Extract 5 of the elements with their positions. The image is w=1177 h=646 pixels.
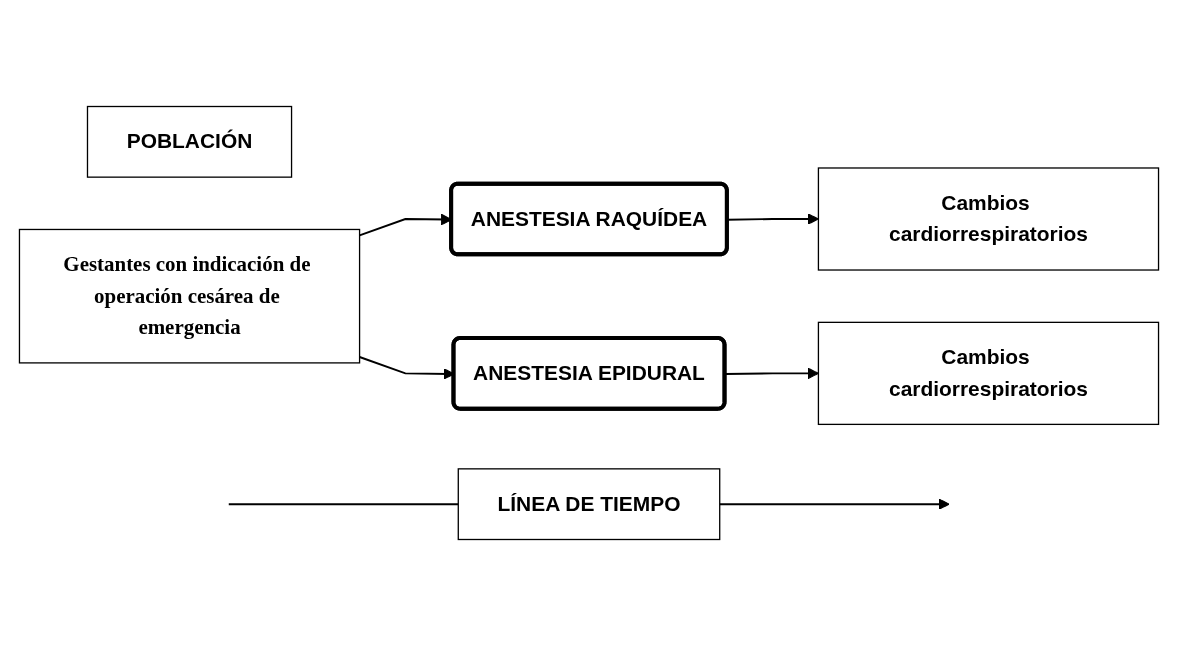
node-box: POBLACIÓN xyxy=(86,105,292,178)
node-box: Gestantes con indicación de operación cesárea de emergencia xyxy=(18,228,360,364)
node-box: Cambios cardiorrespiratorios xyxy=(817,167,1159,271)
node-box: LÍNEA DE TIEMPO xyxy=(457,468,720,541)
node-box: Cambios cardiorrespiratorios xyxy=(817,321,1159,426)
